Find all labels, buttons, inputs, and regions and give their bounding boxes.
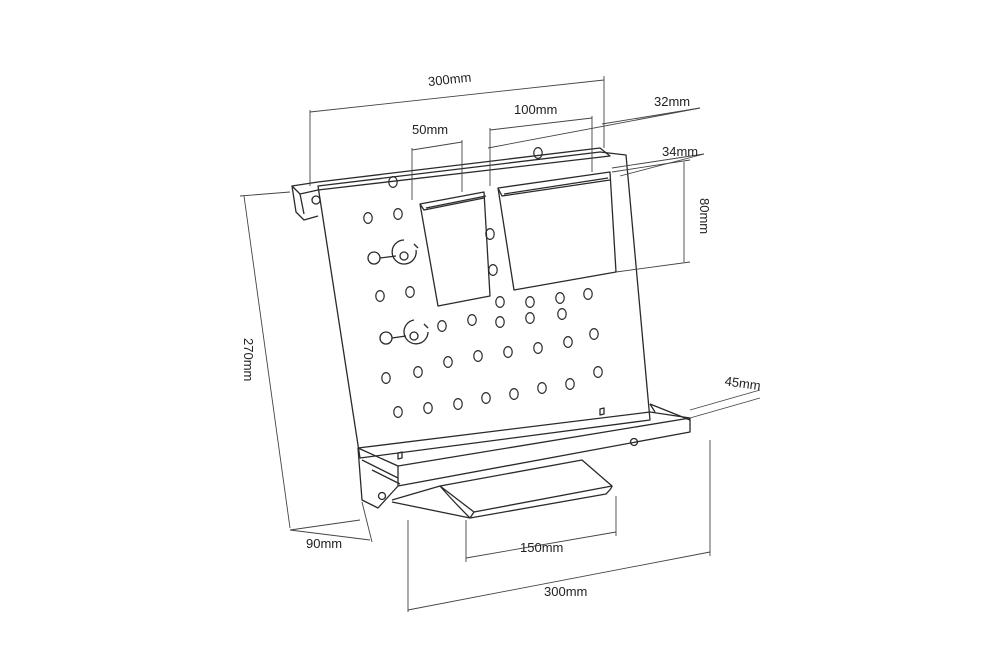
peg-hole xyxy=(393,406,403,419)
peg-hole xyxy=(423,402,433,415)
peg-hole xyxy=(557,308,567,321)
peg-hole xyxy=(481,392,491,405)
pegboard-panel xyxy=(291,147,651,459)
peg-hole xyxy=(537,382,547,395)
peg-hole xyxy=(555,292,565,305)
peg-hole xyxy=(503,346,513,359)
peg-hole xyxy=(485,228,495,241)
peg-hole xyxy=(495,296,505,309)
peg-hole xyxy=(381,372,391,385)
peg-hole xyxy=(473,350,483,363)
peg-hole xyxy=(413,366,423,379)
peg-hole xyxy=(509,388,519,401)
peg-hole xyxy=(593,366,603,379)
lower-hook xyxy=(379,319,429,345)
bottom-width-label: 300mm xyxy=(544,584,587,599)
total-height-label: 270mm xyxy=(241,338,256,381)
peg-hole xyxy=(453,398,463,411)
depth-label: 90mm xyxy=(306,536,342,551)
top-width-label: 300mm xyxy=(427,70,472,89)
peg-hole xyxy=(533,342,543,355)
dimension-lines xyxy=(239,76,761,612)
peg-hole xyxy=(589,328,599,341)
peg-hole xyxy=(533,147,543,160)
peg-hole xyxy=(495,316,505,329)
peg-hole xyxy=(563,336,573,349)
small-cup xyxy=(419,191,491,307)
cup-height-label: 80mm xyxy=(697,198,712,234)
dimension-labels: 300mm 50mm 100mm 32mm 34mm 80mm 270mm 90… xyxy=(241,70,762,599)
peg-hole xyxy=(363,212,373,225)
peg-hole xyxy=(583,288,593,301)
peg-hole xyxy=(393,208,403,221)
peg-hole xyxy=(405,286,415,299)
peg-hole xyxy=(525,296,535,309)
peg-hole xyxy=(488,264,498,277)
cup-offset-top-label: 32mm xyxy=(654,94,690,109)
peg-hole xyxy=(443,356,453,369)
large-cup xyxy=(497,171,617,291)
tray-width-label: 150mm xyxy=(520,540,563,555)
large-cup-width-label: 100mm xyxy=(514,102,557,117)
peg-hole xyxy=(388,176,398,189)
peg-hole xyxy=(375,290,385,303)
peg-hole xyxy=(525,312,535,325)
small-cup-width-label: 50mm xyxy=(412,122,448,137)
peg-hole xyxy=(437,320,447,333)
cup-offset-side-label: 34mm xyxy=(662,144,698,159)
shelf-depth-label: 45mm xyxy=(724,373,762,393)
peg-hole xyxy=(565,378,575,391)
upper-hook xyxy=(367,239,419,265)
peg-hole xyxy=(467,314,477,327)
pegboard-holes xyxy=(363,147,603,419)
front-tray xyxy=(391,459,613,519)
bottom-shelf xyxy=(357,403,691,509)
